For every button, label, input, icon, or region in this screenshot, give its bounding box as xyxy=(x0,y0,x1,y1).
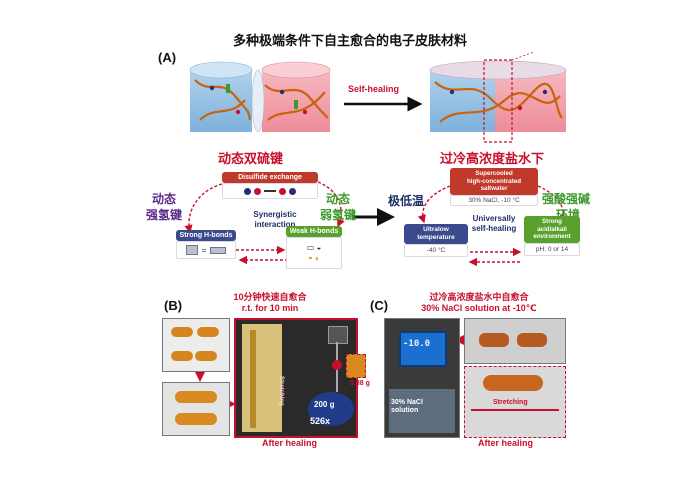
acid-line2: acid/alkali xyxy=(537,225,567,233)
saltwater-bath-photo: -10.0 30% NaCl solution xyxy=(384,318,460,438)
weak-hb-label-bottom: 弱氢键 xyxy=(320,208,357,222)
acid-line1: Strong xyxy=(542,218,562,225)
strong-hb-label-top: 动态 xyxy=(152,192,177,206)
universal-label: Universally self-healing xyxy=(458,214,530,234)
panel-b-label: (B) xyxy=(164,298,183,313)
disulfide-heading: 动态双硫键 xyxy=(218,151,284,166)
acid-value: pH: 0 or 14 xyxy=(524,242,580,256)
panel-c-label: (C) xyxy=(370,298,389,313)
stretching-sample-photo: Stretching xyxy=(464,366,566,438)
small-sample-photo xyxy=(346,354,366,378)
strong-hbonds-label: Strong H-bonds xyxy=(176,230,236,241)
solution-line2: solution xyxy=(391,407,419,414)
self-healing-label: Self-healing xyxy=(348,84,400,94)
low-temp-label: 极低温 xyxy=(388,194,425,208)
panel-a-label: (A) xyxy=(158,50,177,65)
universal-line2: self-healing xyxy=(471,224,517,233)
acid-alkali-label: Strong acid/alkali environment xyxy=(524,216,580,243)
after-healing-label-c: After healing xyxy=(478,438,534,448)
disulfide-exchange-label: Disulfide exchange xyxy=(222,172,318,183)
bath-temperature-display: -10.0 xyxy=(403,339,431,349)
panel-b-heading: 10分钟快速自愈合 r.t. for 10 min xyxy=(210,292,330,314)
supercooled-saltwater-box: Supercooled high-concentrated saltwater … xyxy=(450,168,538,206)
disulfide-molecule-icon xyxy=(222,183,318,199)
after-healing-label-b: After healing xyxy=(262,438,318,448)
disulfide-exchange-box: Disulfide exchange xyxy=(222,172,318,199)
weak-hb-label-top: 动态 xyxy=(326,192,351,206)
sample-mass-label: 0.38 g xyxy=(350,380,370,387)
healed-material-illustration xyxy=(429,51,567,143)
saltwater-line1: Supercooled xyxy=(475,170,513,177)
acid-alkali-box: Strong acid/alkali environment pH: 0 or … xyxy=(524,216,580,256)
page-title: 多种极端条件下自主愈合的电子皮肤材料 xyxy=(232,33,467,48)
synergistic-line1: Synergistic xyxy=(253,210,297,219)
panel-c-heading: 过冷高浓度盐水中自愈合 30% NaCl solution at -10℃ xyxy=(394,292,564,314)
weak-hbonds-label: Weak H-bonds xyxy=(286,226,342,237)
synergistic-label: Synergistic interaction xyxy=(240,210,310,230)
saltwater-line3: saltwater xyxy=(480,185,508,192)
panel-c-heading-cn: 过冷高浓度盐水中自愈合 xyxy=(429,292,529,302)
ultralow-line1: Ultralow xyxy=(423,226,449,233)
panel-c-heading-en: 30% NaCl solution at -10℃ xyxy=(421,303,537,313)
cut-samples-photo xyxy=(162,318,230,372)
ultralow-line2: temperature xyxy=(417,234,455,241)
acid-label-top: 强酸强碱 xyxy=(542,192,591,206)
solution-label: 30% NaCl solution xyxy=(391,399,423,415)
acid-line3: environment xyxy=(533,233,571,240)
strong-hbonds-box: Strong H-bonds = xyxy=(176,230,236,259)
ultralow-value: -40 °C xyxy=(404,244,468,257)
synergistic-line2: interaction xyxy=(254,220,296,229)
strong-hbonds-icon: = xyxy=(176,241,236,259)
stretching-label-c: Stretching xyxy=(493,399,528,406)
universal-line1: Universally xyxy=(472,214,516,223)
healed-samples-photo xyxy=(162,382,230,436)
broken-material-illustration xyxy=(189,61,331,133)
solution-line1: 30% NaCl xyxy=(391,399,423,406)
weight-label: 200 g xyxy=(314,400,335,409)
strong-hb-label-bottom: 强氢键 xyxy=(146,208,183,222)
healed-sample-photo-top xyxy=(464,318,566,364)
saltwater-line2: high-concentrated xyxy=(467,177,521,185)
panel-b-heading-en: r.t. for 10 min xyxy=(241,303,299,313)
ultralow-temperature-label: Ultralow temperature xyxy=(404,224,468,244)
stretching-label-b: Stretching xyxy=(278,376,284,406)
weight-test-photo: 200 g 526x Stretching xyxy=(234,318,358,438)
weak-hbonds-icon: ▭ ◒ ◓ ◐ xyxy=(286,237,342,269)
ratio-label: 526x xyxy=(310,416,331,426)
saltwater-heading: 过冷高浓度盐水下 xyxy=(440,151,545,166)
weak-hbonds-box: Weak H-bonds ▭ ◒ ◓ ◐ xyxy=(286,226,342,269)
panel-b-heading-cn: 10分钟快速自愈合 xyxy=(233,292,307,302)
ultralow-temperature-box: Ultralow temperature -40 °C xyxy=(404,224,468,257)
saltwater-value: 30% NaCl, -10 °C xyxy=(450,194,538,206)
supercooled-saltwater-label: Supercooled high-concentrated saltwater xyxy=(450,168,538,195)
